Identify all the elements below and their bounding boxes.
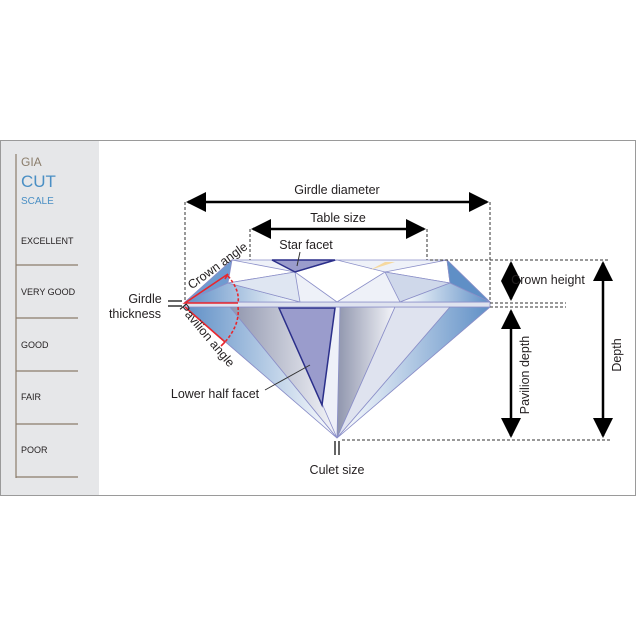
label-culet-size: Culet size xyxy=(310,463,365,477)
label-girdle-diameter: Girdle diameter xyxy=(294,183,379,197)
grade-good: GOOD xyxy=(21,340,49,350)
grade-fair: FAIR xyxy=(21,392,42,402)
grade-excellent: EXCELLENT xyxy=(21,236,74,246)
label-crown-height: Crown height xyxy=(511,273,585,287)
label-girdle: Girdle xyxy=(128,292,161,306)
label-star-facet: Star facet xyxy=(279,238,333,252)
cut-scale: GIA CUT SCALE EXCELLENT VERY GOOD GOOD F… xyxy=(15,154,78,478)
label-table-size: Table size xyxy=(310,211,366,225)
diamond-illustration xyxy=(183,258,492,455)
angle-indicators xyxy=(182,273,240,347)
grade-very-good: VERY GOOD xyxy=(21,287,76,297)
label-lower-half-facet: Lower half facet xyxy=(171,387,260,401)
scale-title-scale: SCALE xyxy=(21,196,54,207)
star-facet xyxy=(271,259,336,273)
label-pavilion-depth: Pavilion depth xyxy=(518,336,532,415)
grade-poor: POOR xyxy=(21,445,48,455)
measurement-lines xyxy=(168,192,613,441)
label-depth: Depth xyxy=(610,338,624,371)
lower-half-facet xyxy=(277,307,336,408)
label-thickness: thickness xyxy=(109,307,161,321)
scale-title-gia: GIA xyxy=(21,155,42,169)
scale-title-cut: CUT xyxy=(21,172,56,191)
